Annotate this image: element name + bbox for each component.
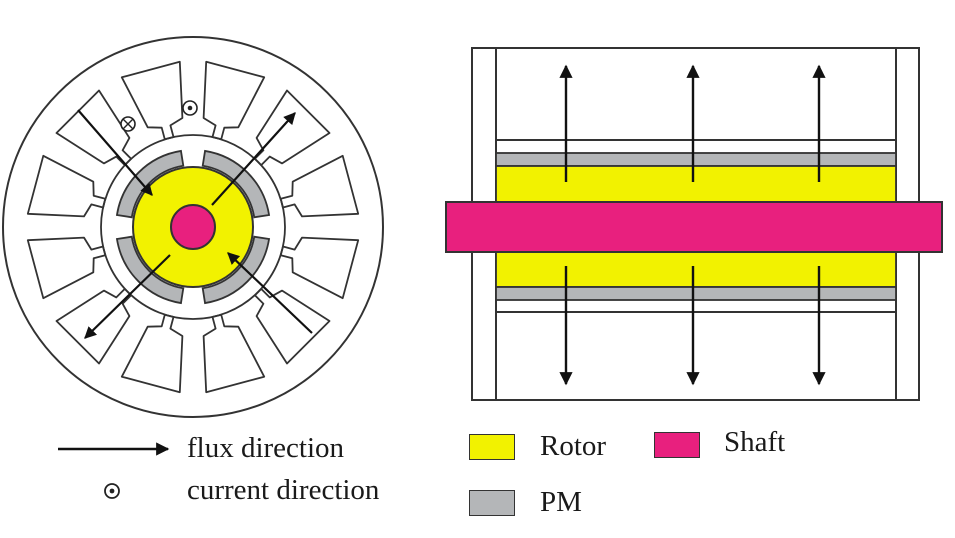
rotor-swatch (469, 434, 515, 460)
stator-slot (279, 154, 360, 218)
flux-arrow-out-bottom-left (84, 254, 171, 339)
stator-lower (495, 311, 897, 401)
flux-arrow-out-top-right (211, 112, 296, 206)
stator-slot (26, 236, 107, 300)
legend-shaft: Shaft (724, 426, 786, 458)
shaft-disc (170, 204, 216, 250)
stator-slot (26, 154, 107, 218)
dot-in-circle-icon (104, 483, 120, 499)
pm-bottom-layer (495, 286, 897, 301)
stator-slot (120, 60, 184, 141)
pm-top-layer (495, 152, 897, 167)
shaft-swatch (654, 432, 700, 458)
stator-bore (100, 134, 286, 320)
stator-slot (202, 313, 266, 394)
dot-in-circle-icon (182, 100, 198, 116)
cross-in-circle-icon (120, 116, 136, 132)
legend-flux-direction: flux direction (187, 432, 345, 464)
cross-section-view (2, 36, 384, 418)
pm-segment (115, 235, 185, 305)
stator-slot (279, 236, 360, 300)
flux-arrow-in-top-left (77, 109, 153, 196)
stator-slot (120, 313, 184, 394)
flux-arrow-in-bottom-right (227, 252, 313, 334)
stator-slot (254, 89, 331, 166)
shaft-bar (445, 201, 943, 253)
stator-slots (26, 60, 360, 394)
legend-pm: PM (540, 486, 582, 518)
side-view (445, 47, 943, 401)
legend-rotor: Rotor (540, 430, 607, 462)
stator-upper (495, 47, 897, 141)
permanent-magnets (115, 149, 271, 305)
pm-segment (201, 235, 271, 305)
legend-graphics (58, 442, 170, 499)
pm-segment (115, 149, 185, 219)
legend-current-direction: current direction (187, 474, 380, 506)
pm-swatch (469, 490, 515, 516)
pm-segment (201, 149, 271, 219)
stator-slot (202, 60, 266, 141)
